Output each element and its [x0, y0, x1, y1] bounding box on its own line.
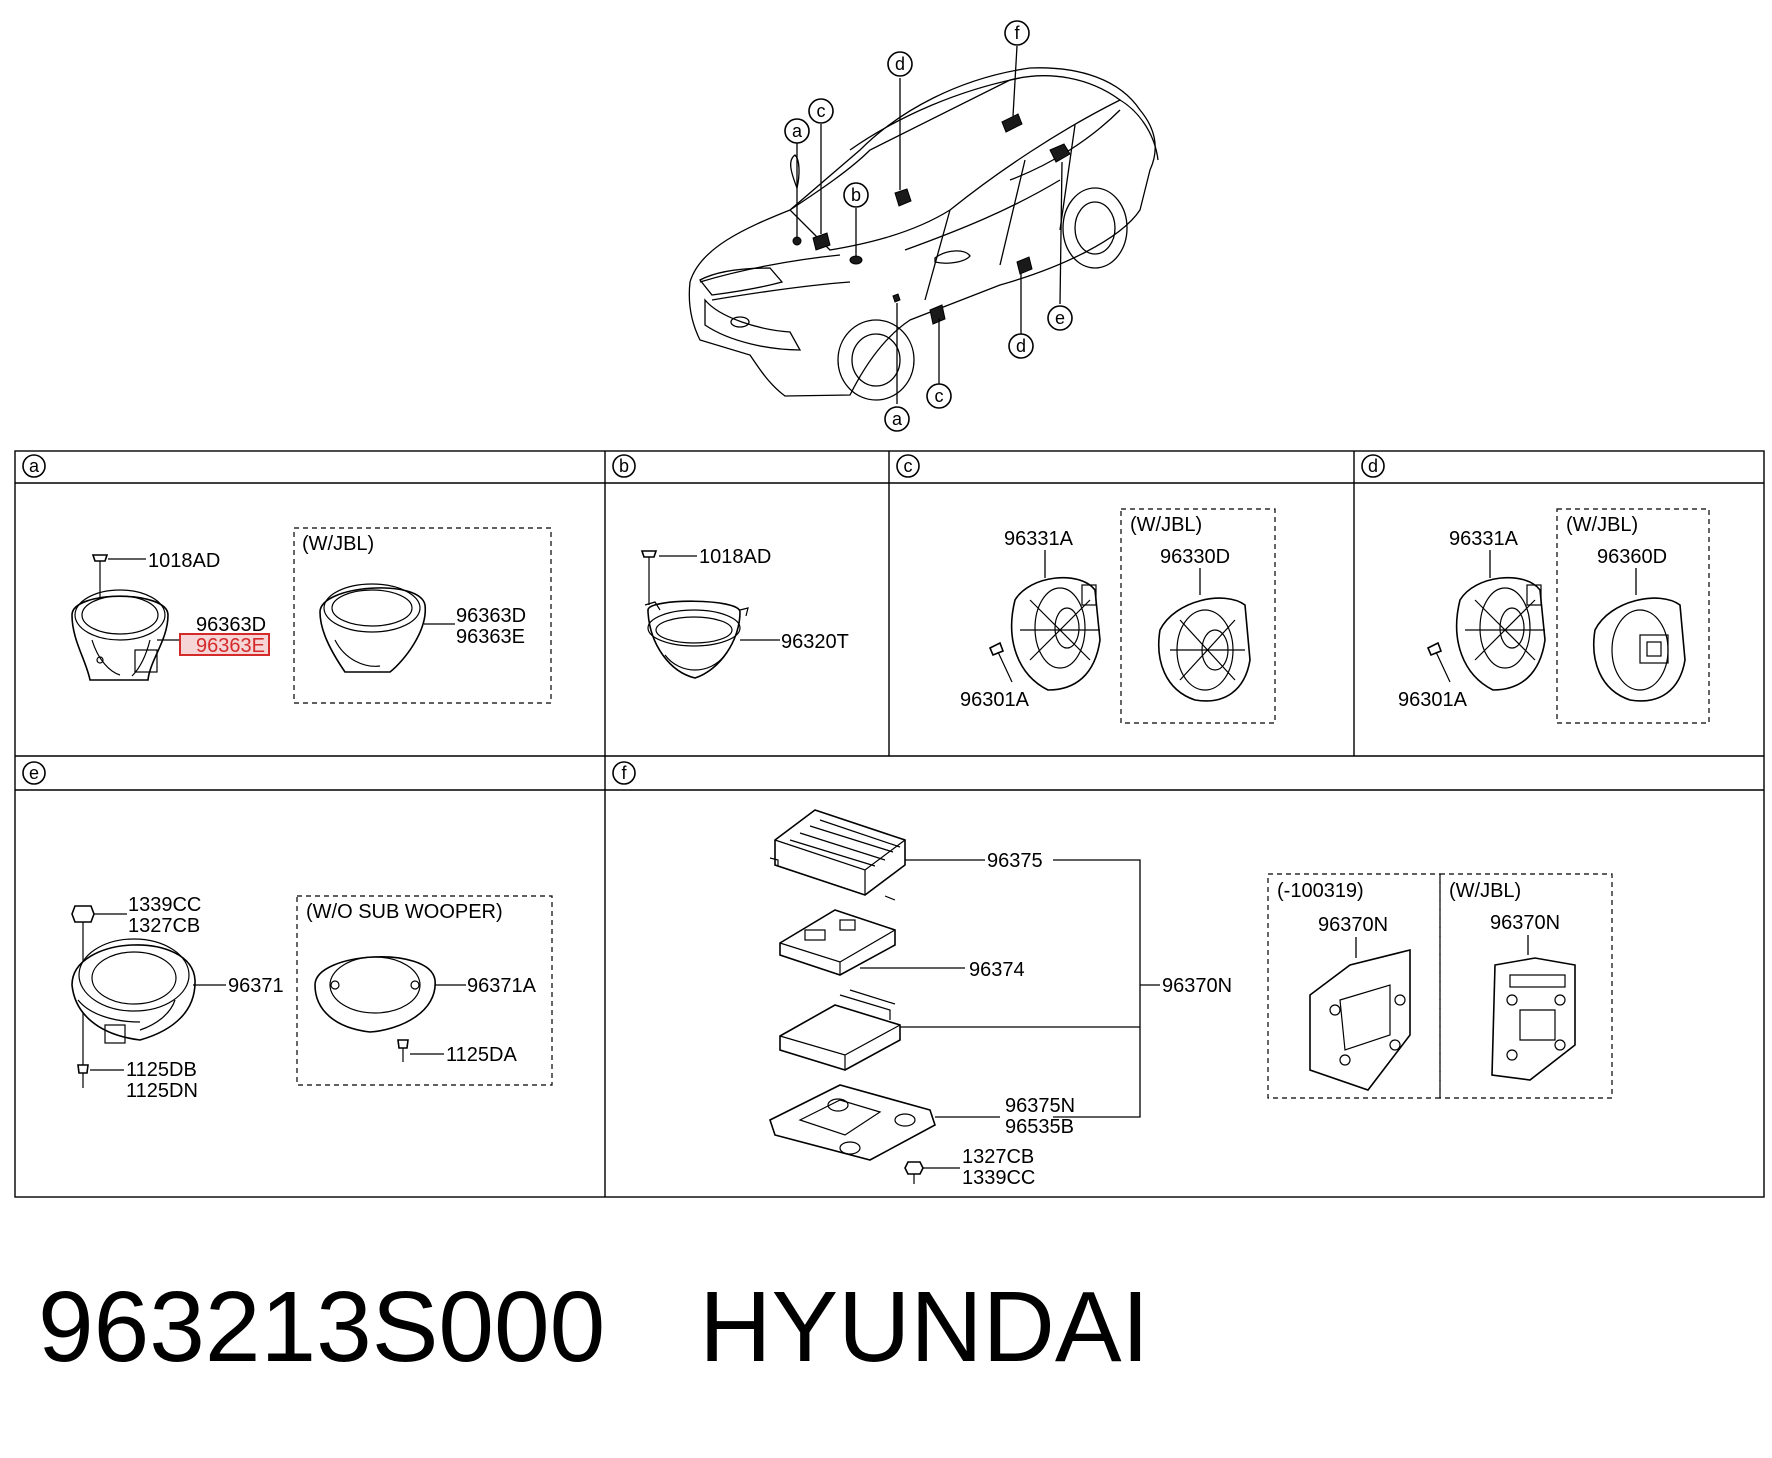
group-label-100319: (-100319) [1277, 880, 1364, 902]
svg-text:a: a [892, 409, 903, 429]
svg-text:b: b [619, 456, 629, 476]
panel-a-header: a [22, 454, 46, 478]
panel-e: 1339CC 1327CB 96371 1125DB 1125DN (W/O S… [71, 894, 553, 1102]
panel-b-header: b [612, 454, 636, 478]
label-96371: 96371 [228, 975, 284, 997]
label-96371A: 96371A [467, 975, 537, 997]
svg-text:d: d [1016, 336, 1026, 356]
callout-top-b: b [843, 182, 869, 208]
label-96370N-main: 96370N [1162, 975, 1232, 997]
label-96370N-jbl: 96370N [1490, 912, 1560, 934]
label-96331A-d: 96331A [1449, 528, 1519, 550]
panel-d-header: d [1361, 454, 1385, 478]
label-1327CB-e: 1327CB [128, 915, 200, 937]
label-96370N-100319: 96370N [1318, 914, 1388, 936]
label-96363E-jbl: 96363E [456, 626, 525, 648]
svg-text:e: e [29, 763, 39, 783]
highlight-96363E [179, 633, 270, 656]
group-label-wjbl-f: (W/JBL) [1449, 880, 1521, 902]
group-label-wo-sub-wooper: (W/O SUB WOOPER) [306, 901, 503, 923]
label-1125DA: 1125DA [446, 1044, 517, 1066]
label-1339CC-f: 1339CC [962, 1167, 1035, 1189]
label-96360D: 96360D [1597, 546, 1667, 568]
callout-bot-e: e [1047, 305, 1073, 331]
label-96375N: 96375N [1005, 1095, 1075, 1117]
label-96330D: 96330D [1160, 546, 1230, 568]
label-96374: 96374 [969, 959, 1025, 981]
group-label-wjbl-c: (W/JBL) [1130, 514, 1202, 536]
svg-text:a: a [792, 121, 803, 141]
panel-e-header: e [22, 761, 46, 785]
label-96301A-d: 96301A [1398, 689, 1468, 711]
car-overview [688, 45, 1159, 404]
label-96375: 96375 [987, 850, 1043, 872]
panel-d: 96331A 96301A (W/JBL) 96360D [1398, 508, 1710, 724]
callout-bot-d: d [1008, 333, 1034, 359]
label-1327CB-f: 1327CB [962, 1146, 1034, 1168]
svg-text:c: c [817, 101, 826, 121]
label-96363E-highlighted: 96363E [196, 635, 265, 657]
panel-c-header: c [896, 454, 920, 478]
svg-text:d: d [895, 54, 905, 74]
part-number: 963213S000 [38, 1271, 606, 1383]
callout-bot-c: c [926, 383, 952, 409]
svg-text:f: f [1014, 23, 1020, 43]
detail-grid [14, 450, 1765, 1198]
svg-text:e: e [1055, 308, 1065, 328]
panel-f: 96375 96374 96375N 96535B 1327CB 1339CC … [769, 809, 1613, 1189]
panel-c: 96331A 96301A (W/JBL) 96330D [960, 508, 1276, 724]
label-1018AD-b: 1018AD [699, 546, 771, 568]
svg-text:c: c [904, 456, 913, 476]
label-96301A-c: 96301A [960, 689, 1030, 711]
svg-text:b: b [851, 185, 861, 205]
group-label-wjbl-d: (W/JBL) [1566, 514, 1638, 536]
brand-name: HYUNDAI [699, 1271, 1150, 1383]
callout-bot-a: a [884, 406, 910, 432]
label-1018AD: 1018AD [148, 550, 220, 572]
group-label-wjbl-a: (W/JBL) [302, 533, 374, 555]
footer: 963213S000 HYUNDAI [38, 1270, 1243, 1385]
callout-top-c: c [808, 98, 834, 124]
svg-text:f: f [621, 763, 627, 783]
panel-f-header: f [612, 761, 636, 785]
label-96363D: 96363D [196, 614, 266, 636]
panel-a: 1018AD 96363D 96363E (W/JBL) 96363D 9636… [71, 527, 552, 704]
svg-text:d: d [1368, 456, 1378, 476]
label-1339CC-e: 1339CC [128, 894, 201, 916]
label-96320T: 96320T [781, 631, 849, 653]
label-96331A-c: 96331A [1004, 528, 1074, 550]
callout-top-d: d [887, 51, 913, 77]
panel-b: 1018AD 96320T [640, 546, 849, 679]
svg-text:c: c [935, 386, 944, 406]
callout-top-a: a [784, 118, 810, 144]
label-1125DN: 1125DN [126, 1080, 198, 1102]
callout-top-f: f [1004, 20, 1030, 46]
label-96535B: 96535B [1005, 1116, 1074, 1138]
svg-text:a: a [29, 456, 40, 476]
label-96363D-jbl: 96363D [456, 605, 526, 627]
label-1125DB: 1125DB [126, 1059, 197, 1081]
